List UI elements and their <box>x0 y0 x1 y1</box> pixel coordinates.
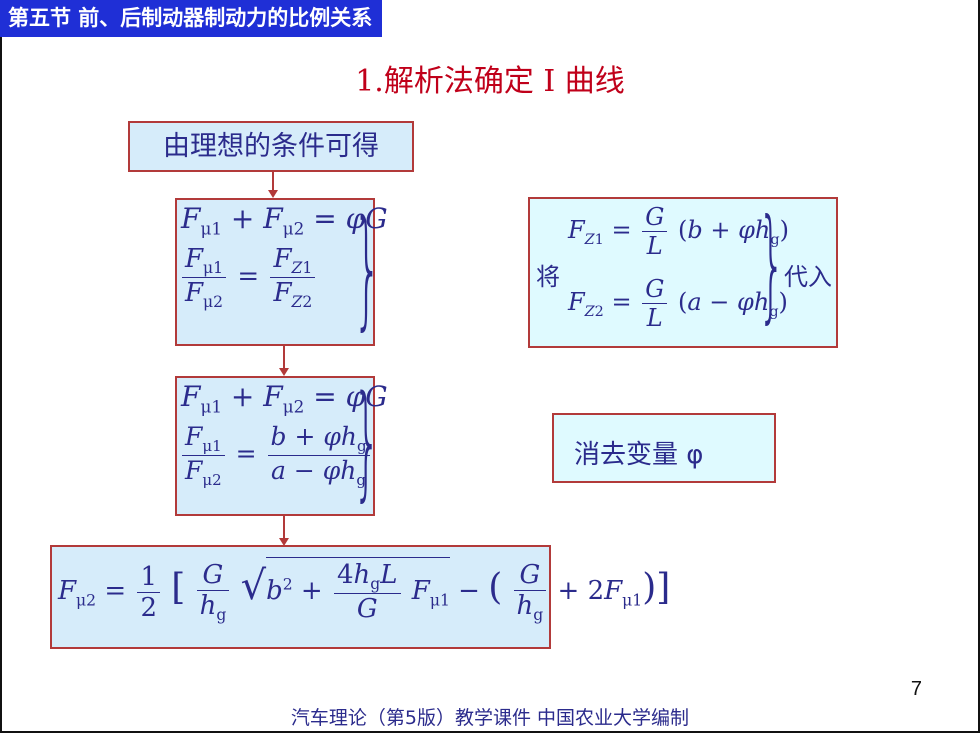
eliminate-label: 消去变量 φ <box>574 440 704 470</box>
footer-text: 汽车理论（第5版）教学课件 中国农业大学编制 <box>290 707 690 729</box>
page-number: 7 <box>910 678 922 700</box>
arrow-2 <box>279 346 289 376</box>
brace-right-3: } <box>758 193 786 335</box>
equation-sum: Fμ1 + Fμ2 = φG <box>181 202 388 239</box>
substitute-prefix: 将 <box>536 263 560 291</box>
arrow-1 <box>268 172 278 198</box>
condition-label: 由理想的条件可得 <box>163 131 379 162</box>
equation-sum-2: Fμ1 + Fμ2 = φG <box>181 380 388 417</box>
arrow-3 <box>279 516 289 546</box>
brace-right-1: } <box>353 194 382 343</box>
section-tag: 第五节 前、后制动器制动力的比例关系 <box>0 0 383 37</box>
substitute-suffix: 代入 <box>784 263 832 291</box>
eliminate-box: 消去变量 φ <box>552 413 776 483</box>
brace-right-2: } <box>353 370 381 514</box>
condition-box: 由理想的条件可得 <box>128 121 414 172</box>
slide-title: 1.解析法确定 I 曲线 <box>355 64 625 99</box>
